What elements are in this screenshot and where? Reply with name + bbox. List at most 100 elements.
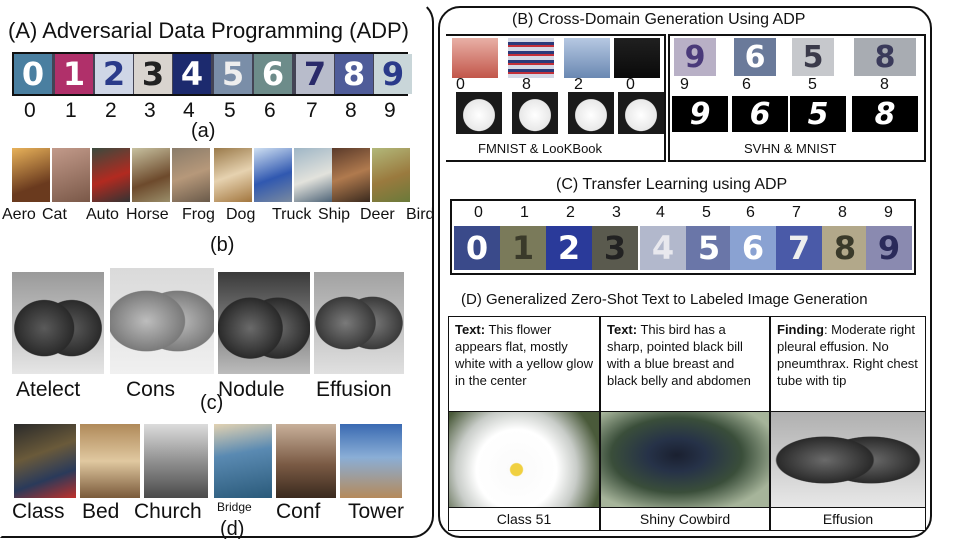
fashion-label: 8 xyxy=(522,76,531,93)
xray-label: Nodule xyxy=(218,378,285,401)
lsun-image xyxy=(14,424,76,498)
digit-label: 9 xyxy=(384,99,396,122)
lsun-label: Tower xyxy=(348,500,405,523)
zero-shot-image xyxy=(600,412,770,508)
transfer-tile: 6 xyxy=(730,226,776,270)
text-prefix: Finding xyxy=(777,322,824,337)
cifar-image xyxy=(132,148,170,202)
lsun-image xyxy=(340,424,402,498)
cifar-image xyxy=(52,148,90,202)
panel-a-title: (A) Adversarial Data Programming (ADP) xyxy=(8,18,410,43)
mnist-tile: 5 xyxy=(790,96,846,132)
panel-c-title: (C) Transfer Learning using ADP xyxy=(556,176,788,193)
svhn-b-tile: 9 xyxy=(674,38,716,76)
lookbook-image xyxy=(618,92,664,134)
xray-label: Atelect xyxy=(16,378,81,401)
svhn-digit-tile: 9 xyxy=(374,54,412,94)
transfer-tile: 0 xyxy=(454,226,500,270)
lsun-image xyxy=(276,424,336,498)
fashion-image xyxy=(508,38,554,78)
mnist-tile: 6 xyxy=(732,96,788,132)
digit-label: 6 xyxy=(264,99,276,122)
fashion-image xyxy=(614,38,660,78)
transfer-label: 7 xyxy=(792,204,801,221)
lsun-label: Bed xyxy=(82,500,120,523)
zero-shot-caption: Shiny Cowbird xyxy=(600,507,770,531)
zero-shot-image xyxy=(448,412,600,508)
subfigure-a-label: (a) xyxy=(191,120,216,142)
zero-shot-image xyxy=(770,412,926,508)
panel-d-title: (D) Generalized Zero-Shot Text to Labele… xyxy=(461,291,868,308)
transfer-label: 8 xyxy=(838,204,847,221)
cifar-image xyxy=(372,148,410,202)
xray-image xyxy=(314,272,404,374)
transfer-tile: 5 xyxy=(686,226,732,270)
svhn-b-label: 9 xyxy=(680,76,689,93)
cifar-label: Ship xyxy=(318,206,351,223)
text-prefix: Text: xyxy=(455,322,486,337)
subfigure-c-label: (c) xyxy=(200,392,224,414)
transfer-label: 1 xyxy=(520,204,529,221)
svhn-b-tile: 6 xyxy=(734,38,776,76)
panel-c-box xyxy=(450,199,916,275)
cifar-image xyxy=(172,148,210,202)
fashion-image xyxy=(564,38,610,78)
transfer-tile: 9 xyxy=(866,226,912,270)
fashion-label: 2 xyxy=(574,76,583,93)
text-prefix: Text: xyxy=(607,322,638,337)
cifar-image xyxy=(92,148,130,202)
cifar-image xyxy=(254,148,292,202)
text-body: This flower appears flat, mostly white w… xyxy=(455,322,594,388)
lookbook-image xyxy=(512,92,558,134)
digit-label: 1 xyxy=(65,99,77,122)
zero-shot-text-box: Text: This flower appears flat, mostly w… xyxy=(448,316,600,412)
subfigure-d-label: (d) xyxy=(220,518,245,540)
fashion-label: 0 xyxy=(626,76,635,93)
svhn-digit-tile: 6 xyxy=(254,54,292,94)
svhn-b-label: 8 xyxy=(880,76,889,93)
transfer-label: 4 xyxy=(656,204,665,221)
lsun-image xyxy=(80,424,140,498)
lsun-label: Class xyxy=(12,500,65,523)
cifar-label: Deer xyxy=(360,206,395,223)
xray-image xyxy=(110,268,214,374)
cifar-label: Horse xyxy=(126,206,169,223)
digit-label: 4 xyxy=(183,99,195,122)
xray-label: Effusion xyxy=(316,378,392,401)
fashion-label: 0 xyxy=(456,76,465,93)
zero-shot-text-box: Finding: Moderate right pleural effusion… xyxy=(770,316,926,412)
xray-label: Cons xyxy=(126,378,176,401)
transfer-tile: 3 xyxy=(592,226,638,270)
digit-label: 7 xyxy=(306,99,318,122)
digit-label: 2 xyxy=(105,99,117,122)
lookbook-image xyxy=(568,92,614,134)
digit-label: 0 xyxy=(24,99,36,122)
text-body: This bird has a sharp, pointed black bil… xyxy=(607,322,751,388)
mnist-tile: 9 xyxy=(672,96,728,132)
panel-a xyxy=(0,0,434,538)
transfer-label: 2 xyxy=(566,204,575,221)
mnist-tile: 8 xyxy=(852,96,918,132)
caption-svhn-mnist: SVHN & MNIST xyxy=(744,141,837,156)
zero-shot-text-box: Text: This bird has a sharp, pointed bla… xyxy=(600,316,770,412)
panel-b-left-box xyxy=(446,34,666,162)
lsun-image xyxy=(214,424,272,498)
svhn-b-label: 5 xyxy=(808,76,817,93)
cifar-image xyxy=(12,148,50,202)
svhn-digit-tile: 4 xyxy=(173,54,211,94)
svhn-digit-tile: 5 xyxy=(214,54,252,94)
fashion-image xyxy=(452,38,498,78)
panel-b-title: (B) Cross-Domain Generation Using ADP xyxy=(512,11,806,28)
svhn-b-tile: 5 xyxy=(792,38,834,76)
svhn-digit-tile: 8 xyxy=(335,54,373,94)
transfer-tile: 8 xyxy=(822,226,868,270)
digit-label: 5 xyxy=(224,99,236,122)
svhn-digit-tile: 0 xyxy=(14,54,52,94)
cifar-label: Dog xyxy=(226,206,256,223)
svhn-digit-tile: 7 xyxy=(296,54,334,94)
cifar-label: Bird xyxy=(406,206,435,223)
lookbook-image xyxy=(456,92,502,134)
panel-right xyxy=(438,6,932,538)
lsun-label: Bridge xyxy=(217,500,252,514)
zero-shot-caption: Effusion xyxy=(770,507,926,531)
